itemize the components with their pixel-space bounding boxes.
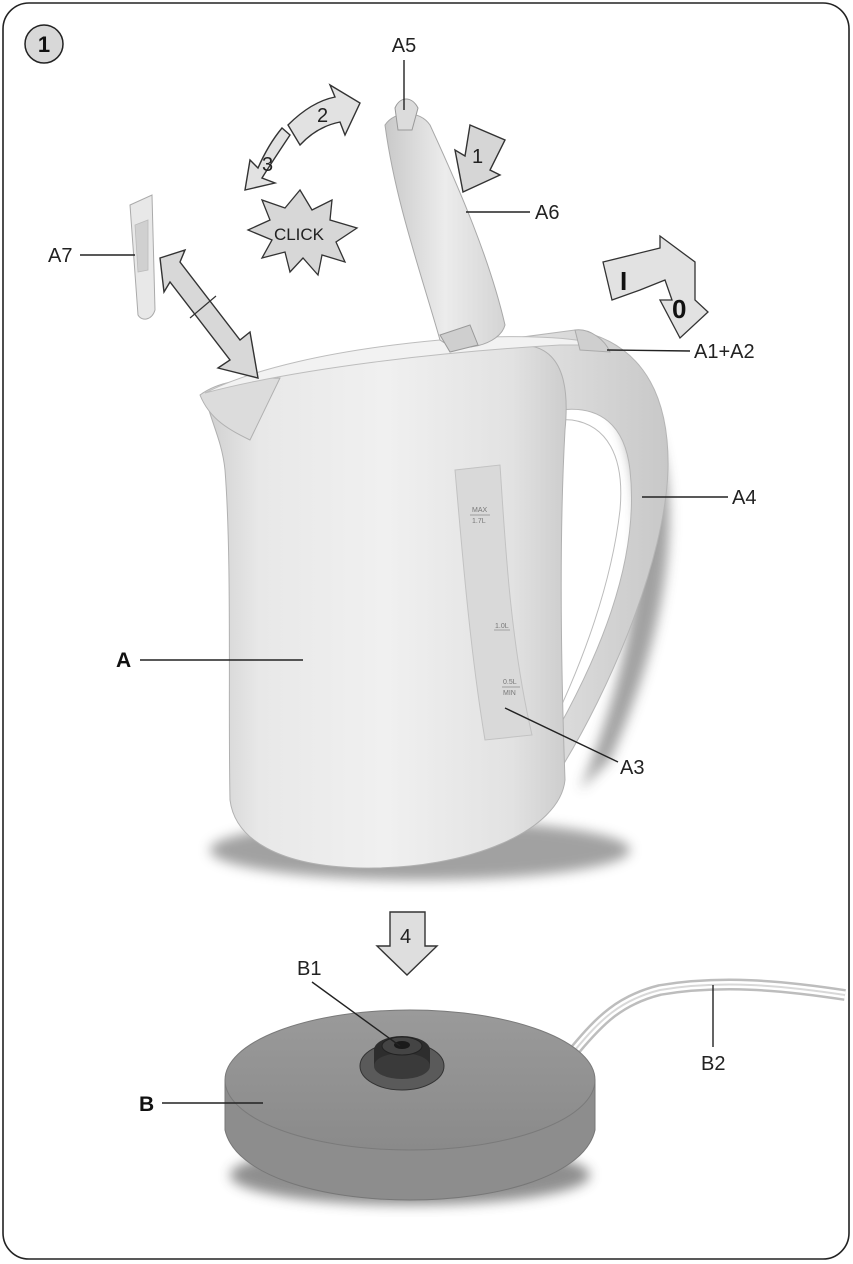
- label-a1-a2: A1+A2: [694, 341, 755, 363]
- filter-part: [129, 194, 156, 320]
- label-b2: B2: [701, 1053, 725, 1075]
- switch-on-symbol: I: [620, 266, 627, 296]
- label-a5: A5: [392, 35, 416, 57]
- gauge-min-label: MIN: [503, 690, 516, 697]
- kettle-body: [204, 344, 567, 869]
- step-4-number: 4: [400, 926, 411, 948]
- label-a3: A3: [620, 757, 644, 779]
- kettle: MAX 1.7L 1.0L 0.5L MIN: [129, 98, 670, 880]
- step-1-number: 1: [472, 146, 483, 168]
- gauge-min-volume: 0.5L: [503, 679, 517, 686]
- water-level-window: MAX 1.7L 1.0L 0.5L MIN: [454, 464, 533, 741]
- filter-double-arrow: [159, 248, 259, 379]
- switch-off-symbol: 0: [672, 294, 686, 324]
- label-b1: B1: [297, 958, 321, 980]
- click-text: CLICK: [274, 225, 325, 244]
- step-2-number: 2: [317, 105, 328, 127]
- label-a6: A6: [535, 202, 559, 224]
- label-a7: A7: [48, 245, 72, 267]
- lid-button: [394, 98, 419, 131]
- step-3-number: 3: [262, 154, 273, 176]
- step-2-arrow: 2: [287, 83, 361, 147]
- step-3-arrow: 3: [244, 127, 291, 191]
- lid: [384, 98, 506, 353]
- click-starburst: CLICK: [246, 188, 359, 277]
- label-a: A: [116, 649, 131, 672]
- gauge-max-label: MAX: [472, 507, 488, 514]
- power-base: [224, 978, 846, 1205]
- figure-number-badge: 1: [24, 24, 64, 64]
- gauge-mid-label: 1.0L: [495, 623, 509, 630]
- step-4-arrow: 4: [375, 911, 439, 976]
- label-b: B: [139, 1093, 154, 1116]
- label-a4: A4: [732, 487, 756, 509]
- step-1-arrow: 1: [454, 124, 506, 194]
- switch-arrow: I 0: [602, 234, 709, 340]
- figure-number: 1: [38, 32, 50, 57]
- gauge-max-volume: 1.7L: [472, 518, 486, 525]
